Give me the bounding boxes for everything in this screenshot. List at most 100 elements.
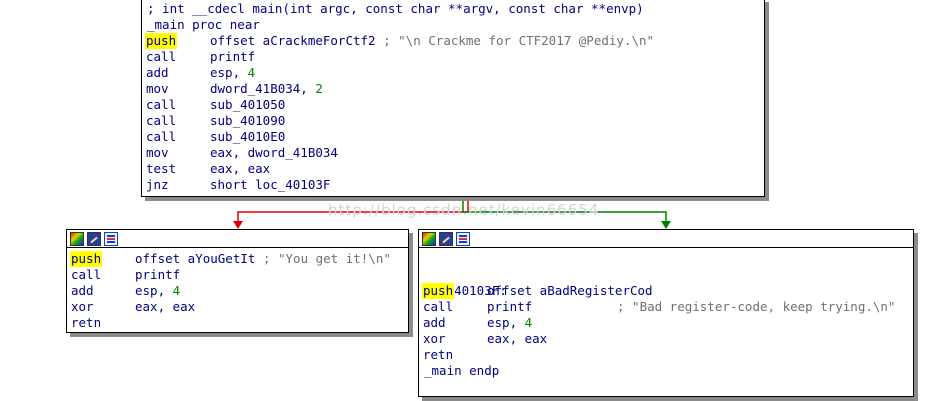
operand[interactable]: eax, eax bbox=[210, 161, 270, 177]
mnemonic[interactable]: retn bbox=[71, 315, 102, 330]
mnemonic[interactable]: call bbox=[146, 97, 177, 112]
operand[interactable]: dword_41B034, 2 bbox=[210, 81, 323, 97]
operand[interactable]: sub_4010E0 bbox=[210, 129, 285, 145]
instruction-line[interactable]: call sub_401090 bbox=[144, 113, 762, 129]
operand-text[interactable]: printf bbox=[135, 267, 181, 282]
watermark-text: http://blog.csdn.net/kevin66654 bbox=[328, 201, 600, 219]
immediate-value: 4 bbox=[247, 65, 256, 80]
true-branch-arrowhead bbox=[661, 221, 671, 229]
operand-text[interactable]: esp, bbox=[487, 315, 518, 330]
mnemonic[interactable]: xor bbox=[71, 299, 94, 314]
proc-declaration: _main proc near bbox=[147, 17, 260, 32]
operand[interactable]: offset aYouGetIt ; "You get it!\n" bbox=[135, 251, 391, 267]
edit-color-icon[interactable] bbox=[439, 231, 453, 246]
operand[interactable]: esp, 4 bbox=[135, 283, 180, 299]
operand[interactable]: eax, eax bbox=[487, 331, 547, 347]
operand[interactable]: eax, eax bbox=[135, 299, 195, 315]
instruction-line[interactable]: push offset aBadRegisterCod bbox=[421, 283, 911, 299]
instruction-line[interactable]: call sub_401050 bbox=[144, 97, 762, 113]
mnemonic[interactable]: test bbox=[146, 161, 177, 176]
string-comment: ; "\n Crackme for CTF2017 @Pediy.\n" bbox=[383, 33, 655, 48]
operand-text[interactable]: esp, bbox=[135, 283, 166, 298]
operand-text[interactable]: sub_4010E0 bbox=[210, 129, 286, 144]
mnemonic[interactable]: call bbox=[146, 113, 177, 128]
instruction-line[interactable]: push offset aYouGetIt ; "You get it!\n" bbox=[69, 251, 406, 267]
instruction-line[interactable]: xor eax, eax bbox=[421, 331, 911, 347]
operand-text[interactable]: eax, eax bbox=[135, 299, 196, 314]
false-branch-arrowhead bbox=[233, 221, 243, 229]
mnemonic[interactable]: add bbox=[423, 315, 446, 330]
instruction-line[interactable]: mov eax, dword_41B034 bbox=[144, 145, 762, 161]
immediate-value: 4 bbox=[524, 315, 533, 330]
instruction-line[interactable]: retn bbox=[69, 315, 406, 331]
operand-text[interactable]: eax, eax bbox=[487, 331, 548, 346]
instruction-line[interactable]: jnz short loc_40103F bbox=[144, 177, 762, 193]
operand[interactable]: printf bbox=[487, 299, 532, 315]
operand-text[interactable]: offset aCrackmeForCtf2 bbox=[210, 33, 376, 48]
mnemonic[interactable]: xor bbox=[423, 331, 446, 346]
label-comment: ; "Bad register-code, keep trying.\n" bbox=[617, 299, 896, 314]
immediate-value: 4 bbox=[172, 283, 181, 298]
operand-text[interactable]: sub_401050 bbox=[210, 97, 286, 112]
code-label-line: loc_40103F: ; "Bad register-code, keep t… bbox=[421, 267, 911, 314]
graph-overview-icon[interactable] bbox=[70, 231, 84, 246]
mnemonic[interactable]: mov bbox=[146, 81, 169, 96]
mnemonic[interactable]: add bbox=[71, 283, 94, 298]
operand-text[interactable]: sub_401090 bbox=[210, 113, 286, 128]
main-function-block[interactable]: ; int __cdecl main(int argc, const char … bbox=[141, 0, 765, 197]
mnemonic[interactable]: call bbox=[146, 129, 177, 144]
operand-text[interactable]: dword_41B034, bbox=[210, 81, 308, 96]
operand-text[interactable]: offset aBadRegisterCod bbox=[487, 283, 653, 298]
block-titlebar bbox=[67, 230, 408, 248]
mnemonic[interactable]: call bbox=[71, 267, 102, 282]
instruction-line[interactable]: add esp, 4 bbox=[421, 315, 911, 331]
operand[interactable]: esp, 4 bbox=[210, 65, 255, 81]
instruction-line[interactable]: retn bbox=[421, 347, 911, 363]
operand[interactable]: short loc_40103F bbox=[210, 177, 330, 193]
operand[interactable]: sub_401090 bbox=[210, 113, 285, 129]
failure-block[interactable]: loc_40103F: ; "Bad register-code, keep t… bbox=[418, 229, 914, 397]
operand[interactable]: offset aCrackmeForCtf2 ; "\n Crackme for… bbox=[210, 33, 654, 49]
mnemonic[interactable]: push bbox=[145, 33, 178, 49]
proc-end: _main endp bbox=[424, 363, 500, 378]
mnemonic[interactable]: jnz bbox=[146, 177, 169, 192]
operand[interactable]: offset aBadRegisterCod bbox=[487, 283, 653, 299]
instruction-line[interactable]: push offset aCrackmeForCtf2 ; "\n Crackme… bbox=[144, 33, 762, 49]
instruction-line[interactable]: call printf bbox=[421, 299, 911, 315]
edit-color-icon[interactable] bbox=[87, 231, 101, 246]
operand-text[interactable]: eax, eax bbox=[210, 161, 271, 176]
operand-text[interactable]: offset aYouGetIt bbox=[135, 251, 256, 266]
mnemonic[interactable]: call bbox=[423, 299, 454, 314]
operand[interactable]: sub_401050 bbox=[210, 97, 285, 113]
instruction-line[interactable]: call printf bbox=[69, 267, 406, 283]
mnemonic[interactable]: mov bbox=[146, 145, 169, 160]
operand[interactable]: printf bbox=[135, 267, 180, 283]
instruction-line[interactable]: xor eax, eax bbox=[69, 299, 406, 315]
mnemonic[interactable]: call bbox=[146, 49, 177, 64]
block-titlebar bbox=[419, 230, 913, 248]
list-view-icon[interactable] bbox=[456, 231, 470, 246]
instruction-line[interactable]: call printf bbox=[144, 49, 762, 65]
immediate-value: 2 bbox=[315, 81, 323, 96]
instruction-line[interactable]: add esp, 4 bbox=[144, 65, 762, 81]
mnemonic[interactable]: add bbox=[146, 65, 169, 80]
graph-overview-icon[interactable] bbox=[422, 231, 436, 246]
operand[interactable]: eax, dword_41B034 bbox=[210, 145, 338, 161]
operand[interactable]: esp, 4 bbox=[487, 315, 532, 331]
operand-text[interactable]: printf bbox=[210, 49, 256, 64]
mnemonic[interactable]: push bbox=[70, 251, 103, 267]
operand[interactable]: printf bbox=[210, 49, 255, 65]
operand-text[interactable]: printf bbox=[487, 299, 533, 314]
operand-text[interactable]: eax, dword_41B034 bbox=[210, 145, 338, 160]
instruction-line[interactable]: test eax, eax bbox=[144, 161, 762, 177]
list-view-icon[interactable] bbox=[104, 231, 118, 246]
operand-text[interactable]: esp, bbox=[210, 65, 241, 80]
instruction-line[interactable]: mov dword_41B034, 2 bbox=[144, 81, 762, 97]
operand-text[interactable]: short loc_40103F bbox=[210, 177, 331, 192]
mnemonic[interactable]: push bbox=[422, 283, 455, 299]
mnemonic[interactable]: retn bbox=[423, 347, 454, 362]
instruction-line[interactable]: call sub_4010E0 bbox=[144, 129, 762, 145]
instruction-line[interactable]: add esp, 4 bbox=[69, 283, 406, 299]
